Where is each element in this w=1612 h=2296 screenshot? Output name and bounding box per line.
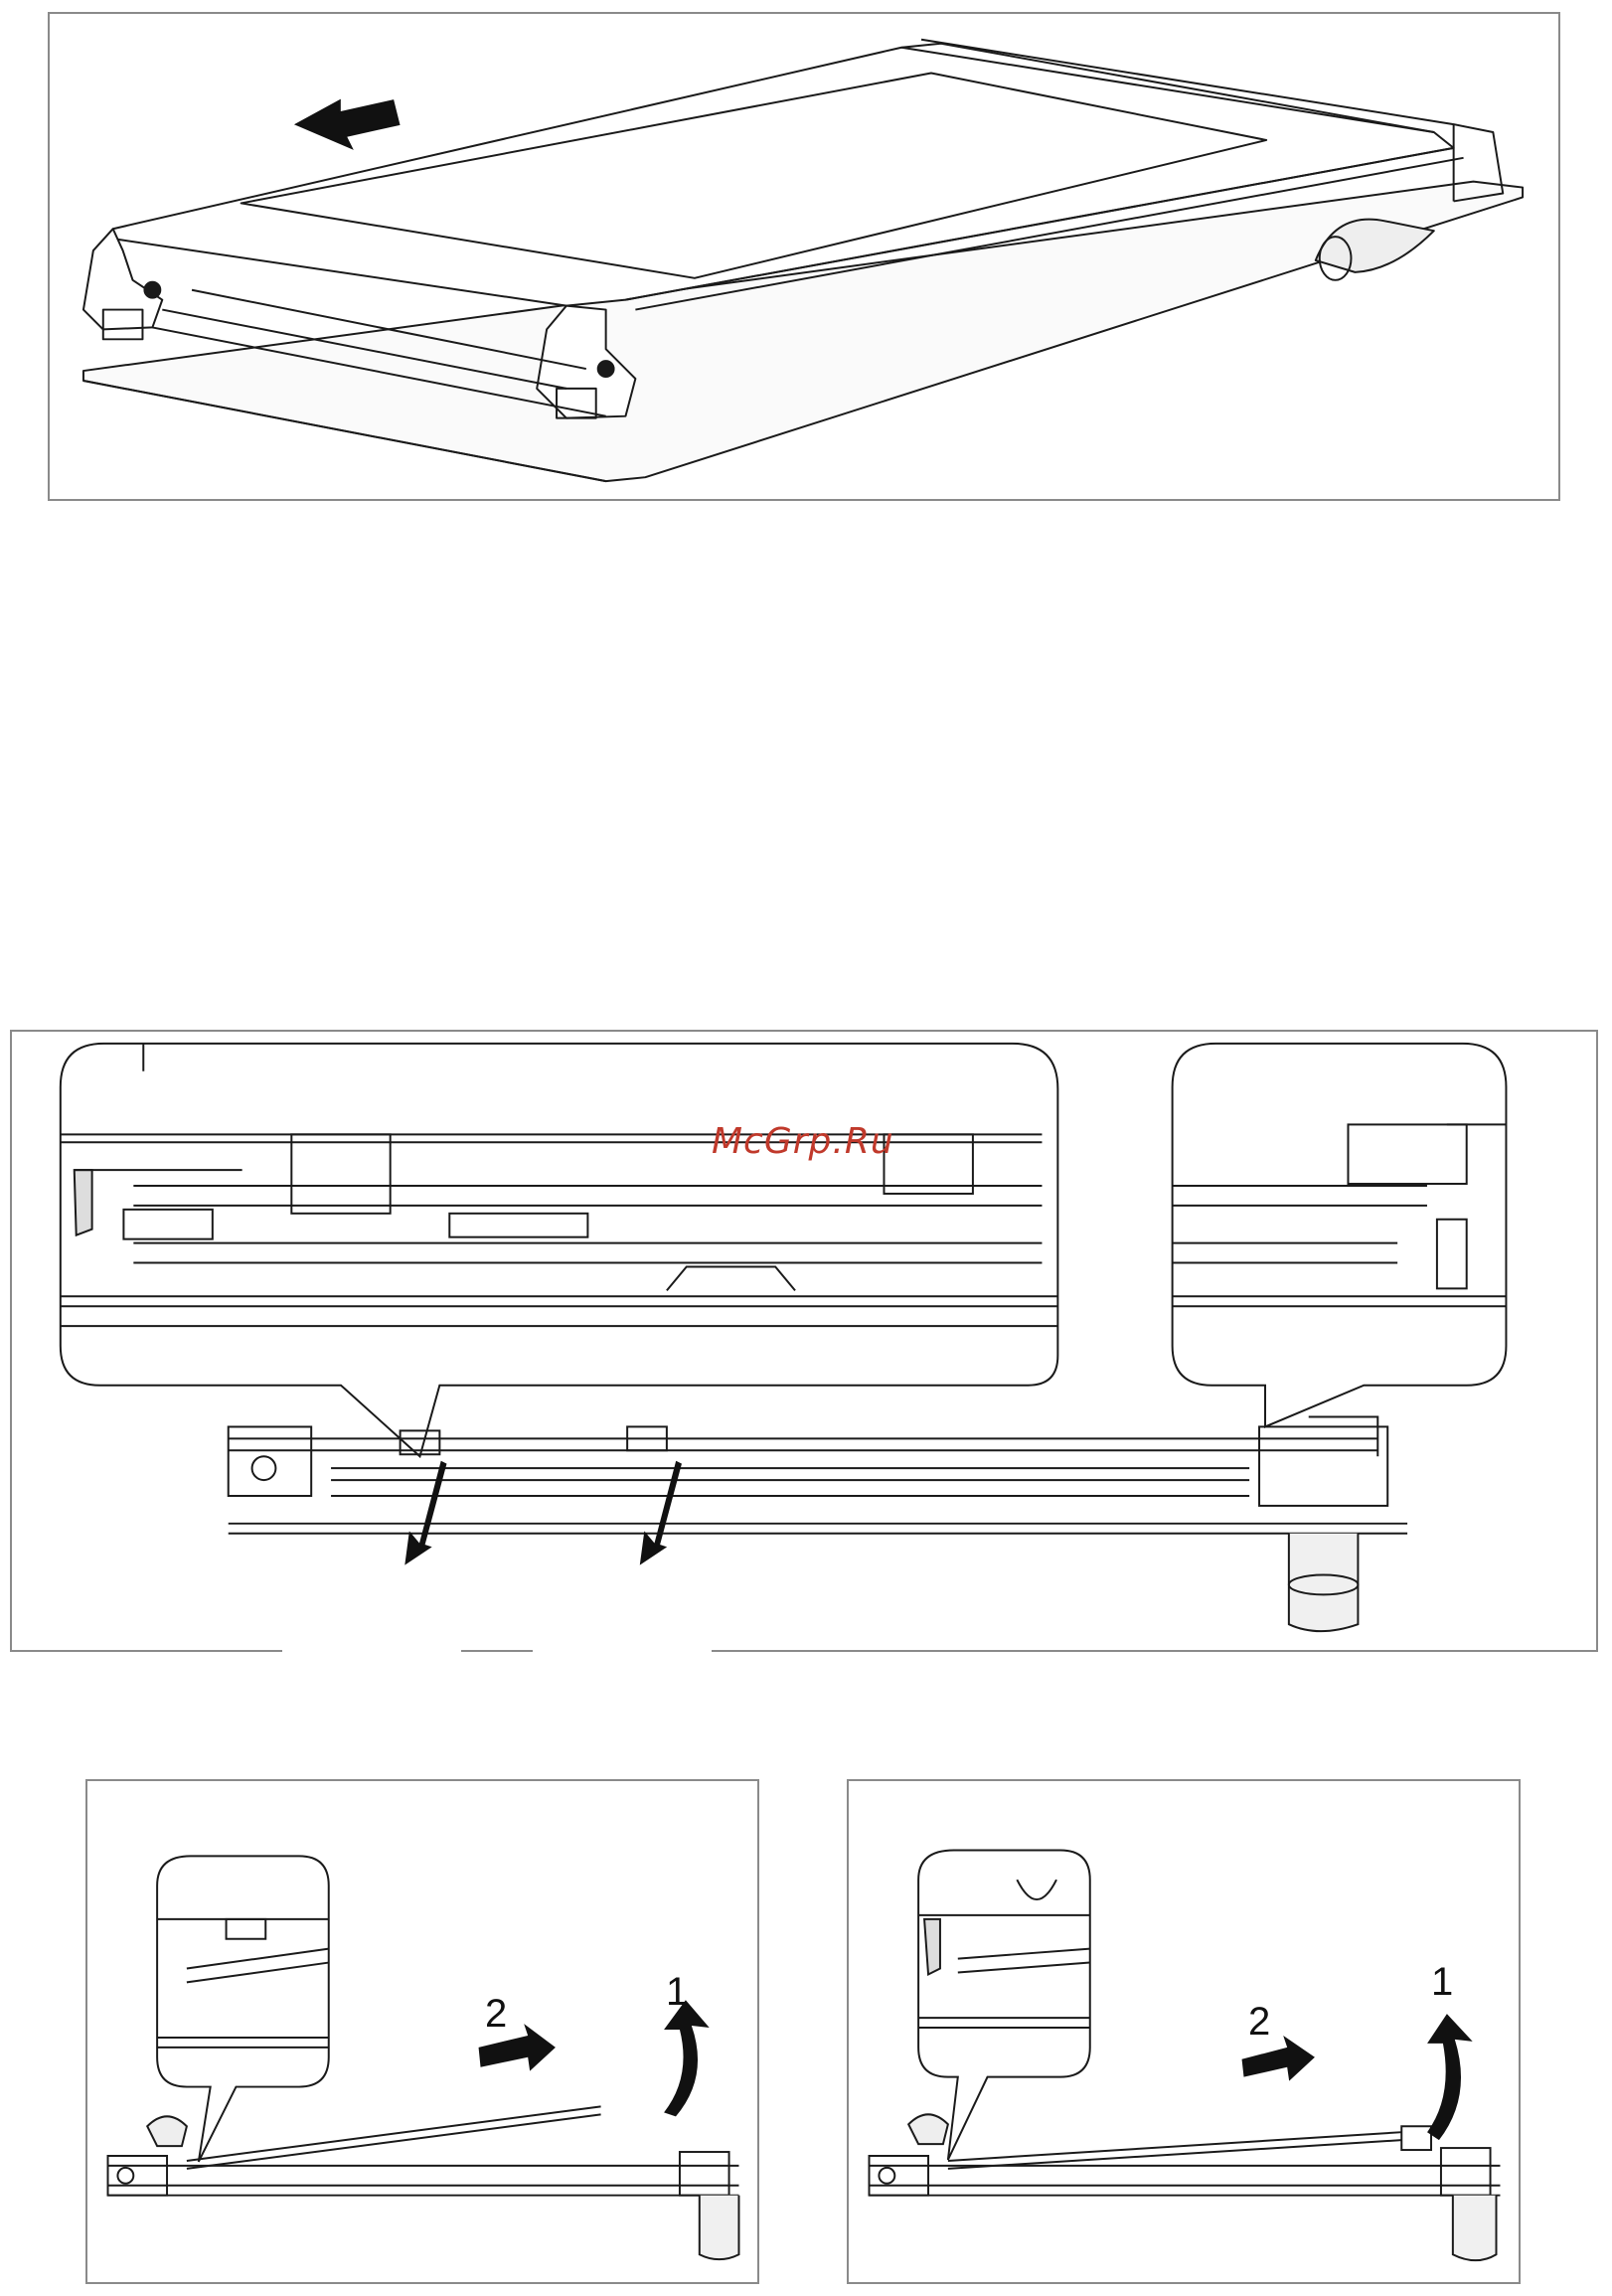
step-right-drawing: [849, 1781, 1519, 2282]
door-perspective-drawing: [50, 14, 1558, 499]
step-label-1: 1: [1431, 1960, 1453, 2005]
watermark: McGrp.Ru: [712, 1121, 894, 1162]
arrow-down-left-icon: [641, 1462, 681, 1562]
arrow-down-left-icon: [406, 1462, 446, 1562]
frame-gap: [282, 1649, 461, 1653]
figure-step-right: 1 2: [847, 1779, 1521, 2284]
frame-gap: [533, 1649, 712, 1653]
step-label-1: 1: [666, 1970, 688, 2015]
arrow-left-icon: [296, 100, 399, 148]
step-label-2: 2: [485, 1992, 507, 2037]
figure-step-left: 1 2: [85, 1779, 759, 2284]
figure-door-perspective: [48, 12, 1560, 501]
step-label-2: 2: [1248, 2000, 1270, 2045]
curved-arrow-up-icon: [664, 2000, 710, 2116]
curved-arrow-up-icon: [1427, 2014, 1473, 2140]
step-left-drawing: [87, 1781, 757, 2282]
